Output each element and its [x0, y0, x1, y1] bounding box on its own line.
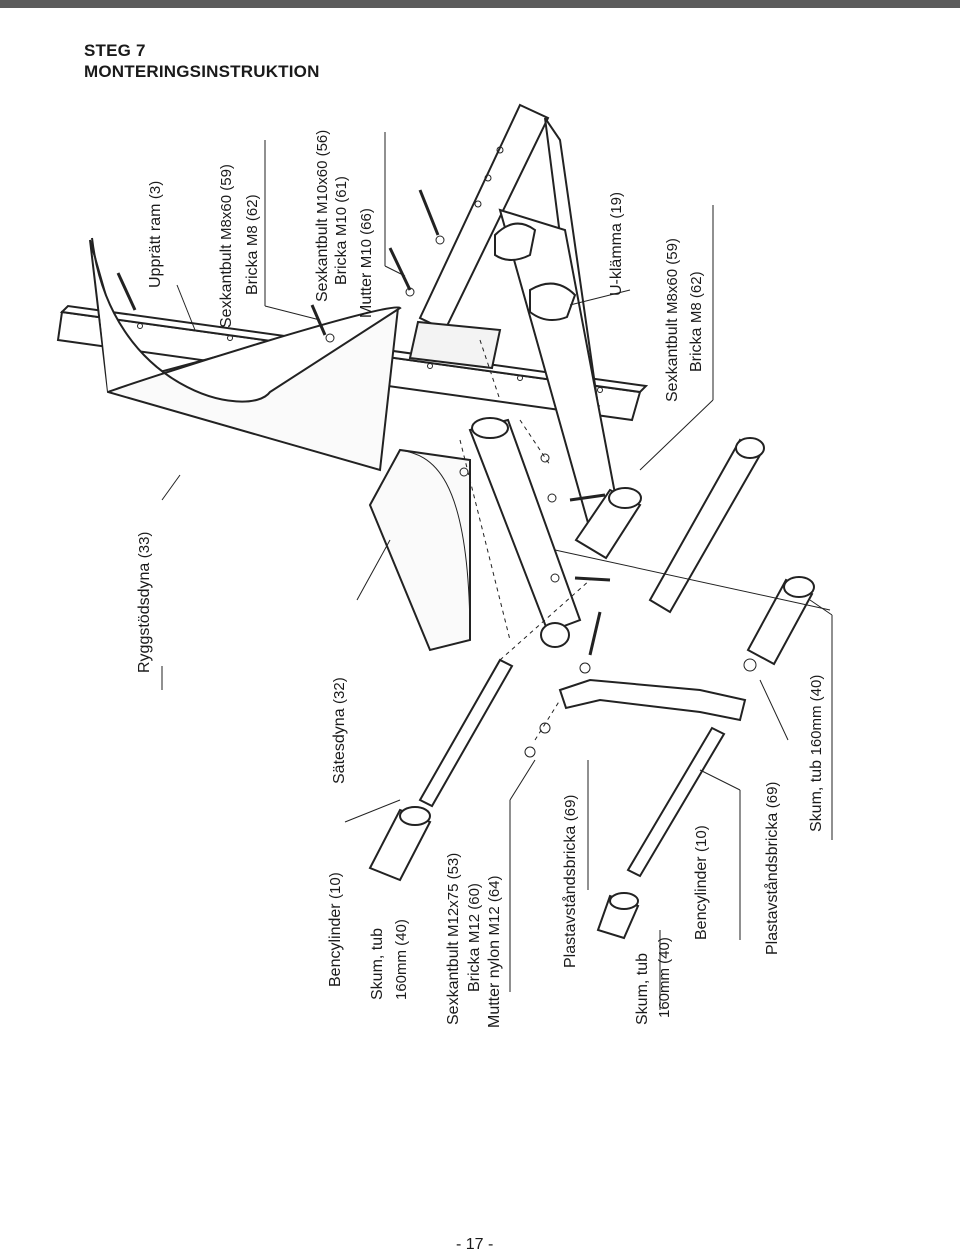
page-title: MONTERINGSINSTRUKTION	[84, 62, 320, 81]
spacer-1-number: (69)	[562, 794, 579, 822]
nut-d-text: Mutter nylon	[486, 939, 503, 1028]
label-foam-2-code: 160mm (40)	[656, 937, 674, 1018]
leg-tube-2-text: Bencylinder	[693, 856, 710, 940]
label-leg-tube-1: Bencylinder (10)	[327, 872, 345, 987]
leader-lines	[161, 132, 833, 1010]
washer-c-code: M8 (62)	[688, 271, 705, 324]
u-clamp-drawing	[494, 222, 577, 322]
seat-pad-number: (32)	[331, 677, 348, 704]
label-washer-d: Bricka M12 (60)	[466, 883, 484, 992]
foam-2-text: Skum, tub	[634, 952, 651, 1025]
foam-2-code: 160mm (40)	[656, 937, 673, 1018]
nut-d-code: M12 (64)	[486, 875, 503, 936]
washer-d-text: Bricka	[466, 947, 483, 992]
label-leg-tube-2: Bencylinder (10)	[693, 825, 711, 940]
foam-1-code: 160mm (40)	[393, 919, 410, 1000]
bolt-b-code: M10x60 (56)	[314, 129, 331, 214]
alignment-lines	[459, 339, 591, 741]
seat-pad-drawing	[368, 448, 471, 652]
bolt-b-text: Sexkantbult	[314, 218, 331, 302]
label-back-pad: Ryggstödsdyna (33)	[136, 532, 154, 673]
page-number: - 17 -	[456, 1236, 494, 1253]
upright-frame-number: (3)	[147, 180, 164, 200]
leg-tube-2-number: (10)	[693, 825, 710, 852]
nut-b-code: M10 (66)	[358, 208, 375, 269]
u-clamp-text: U-klämma	[608, 223, 625, 296]
leg-tube-1-text: Bencylinder	[327, 903, 344, 987]
foam-3-text: Skum, tub	[808, 759, 825, 832]
bolt-c-text: Sexkantbult	[664, 318, 681, 402]
washer-c-text: Bricka	[688, 327, 705, 372]
nut-b-text: Mutter	[358, 272, 375, 318]
label-seat-pad: Sätesdyna (32)	[331, 677, 349, 784]
spacer-2-text: Plastavståndsbricka	[764, 812, 781, 955]
spacer-2-number: (69)	[764, 781, 781, 809]
back-pad-drawing	[89, 237, 402, 472]
u-clamp-number: (19)	[608, 191, 625, 219]
bolt-c-code: M8x60 (59)	[664, 238, 681, 314]
foam-3-code: 160mm (40)	[808, 674, 825, 756]
foam-1-text: Skum, tub	[369, 927, 386, 1000]
spacer-1-text: Plastavståndsbricka	[562, 825, 579, 968]
step-heading: STEG 7	[84, 41, 146, 60]
label-upright-frame: Upprätt ram (3)	[147, 181, 165, 288]
back-pad-text: Ryggstödsdyna	[136, 562, 153, 673]
label-bolt-c: Sexkantbult M8x60 (59)	[664, 238, 682, 402]
leg-tube-1-number: (10)	[327, 872, 344, 899]
bolt-d-code: M12x75 (53)	[445, 852, 462, 937]
bolt-a-text: Sexkantbult	[218, 244, 235, 328]
washer-a-code: M8 (62)	[244, 194, 261, 247]
lower-frame-drawing	[558, 437, 765, 722]
label-foam-2: Skum, tub	[634, 953, 652, 1025]
top-rule	[0, 0, 960, 8]
label-washer-b: Bricka M10 (61)	[333, 176, 351, 285]
bolt-d-text: Sexkantbult	[445, 941, 462, 1025]
bolt-a-code: M8x60 (59)	[218, 164, 235, 240]
label-washer-c: Bricka M8 (62)	[688, 271, 706, 372]
label-foam-3: Skum, tub 160mm (40)	[808, 675, 826, 832]
label-u-clamp: U-klämma (19)	[608, 192, 626, 296]
upright-frame-text: Upprätt ram	[147, 203, 164, 288]
foam-tubes-drawing	[368, 487, 815, 940]
label-foam-1: Skum, tub	[369, 928, 387, 1000]
label-washer-a: Bricka M8 (62)	[244, 194, 262, 295]
washer-d-code: M12 (60)	[466, 883, 483, 944]
seat-pad-text: Sätesdyna	[331, 708, 348, 784]
label-nut-b: Mutter M10 (66)	[358, 208, 376, 318]
washer-a-text: Bricka	[244, 250, 261, 295]
label-bolt-a: Sexkantbult M8x60 (59)	[218, 164, 236, 328]
label-nut-d: Mutter nylon M12 (64)	[486, 875, 504, 1028]
washer-b-code: M10 (61)	[333, 176, 350, 237]
label-bolt-d: Sexkantbult M12x75 (53)	[445, 853, 463, 1025]
label-bolt-b: Sexkantbult M10x60 (56)	[314, 130, 332, 302]
label-spacer-2: Plastavståndsbricka (69)	[764, 782, 782, 955]
seat-frame-drawing	[468, 417, 582, 648]
label-foam-1-code: 160mm (40)	[393, 919, 411, 1000]
leg-tubes-drawing	[418, 658, 726, 878]
bracket-plate	[408, 320, 502, 370]
back-pad-number: (33)	[136, 531, 153, 559]
washer-b-text: Bricka	[333, 240, 350, 285]
label-spacer-1: Plastavståndsbricka (69)	[562, 795, 580, 968]
